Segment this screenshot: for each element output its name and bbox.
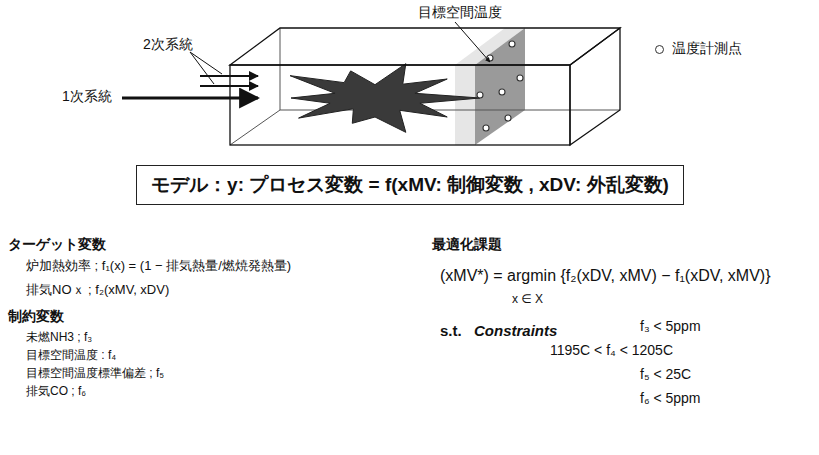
flame-shape <box>290 64 480 133</box>
inlet-label: 1次系統 <box>62 88 112 105</box>
legend-entry: 温度計測点 <box>655 40 742 58</box>
leader-lines <box>190 22 490 84</box>
section-heading: 最適化課題 <box>432 236 502 253</box>
section-heading: ターゲット変数 <box>8 236 106 253</box>
legend-dot <box>655 45 664 54</box>
variable-definition: 目標空間温度標準偏差 ; f₅ <box>26 366 164 380</box>
variable-definition: 未燃NH3 ; f₃ <box>26 330 92 344</box>
constraint-keyword: Constraints <box>474 322 557 340</box>
model-text: モデル：y: プロセス変数 = f(xMV: 制御変数 , xDV: 外乱変数) <box>151 174 669 195</box>
variable-definition: 排気NOｘ ; f₂(xMV, xDV) <box>26 282 169 298</box>
constraint: f₅ < 25C <box>640 366 691 383</box>
variable-definition: 目標空間温度 : f₄ <box>26 348 116 362</box>
flame <box>290 64 480 133</box>
variable-definition: 排気CO ; f₆ <box>26 384 86 398</box>
legend-text: 温度計測点 <box>672 40 742 58</box>
hidden-edges <box>230 28 620 145</box>
model-box: モデル：y: プロセス変数 = f(xMV: 制御変数 , xDV: 外乱変数) <box>136 165 684 205</box>
constraint: f₃ < 5ppm <box>640 318 701 335</box>
objective-formula: (xMV*) = argmin {f₂(xDV, xMV) − f₁(xDV, … <box>440 266 771 285</box>
shade-front <box>455 65 475 145</box>
variable-definition: 炉加熱効率 ; f₁(x) = (1 − 排気熱量/燃焼発熱量) <box>26 258 291 274</box>
target-plane-label: 目標空間温度 <box>418 4 502 21</box>
inlet-arrows <box>122 76 258 98</box>
constraint-keyword: s.t. <box>440 322 462 340</box>
domain-note: x ∈ X <box>512 292 543 306</box>
furnace-box <box>230 28 620 145</box>
section-heading: 制約変数 <box>8 308 64 325</box>
constraint: f₆ < 5ppm <box>640 390 701 407</box>
constraint: 1195C < f₄ < 1205C <box>550 342 673 359</box>
inlet-label: 2次系統 <box>143 36 193 53</box>
target-plane <box>475 28 525 145</box>
